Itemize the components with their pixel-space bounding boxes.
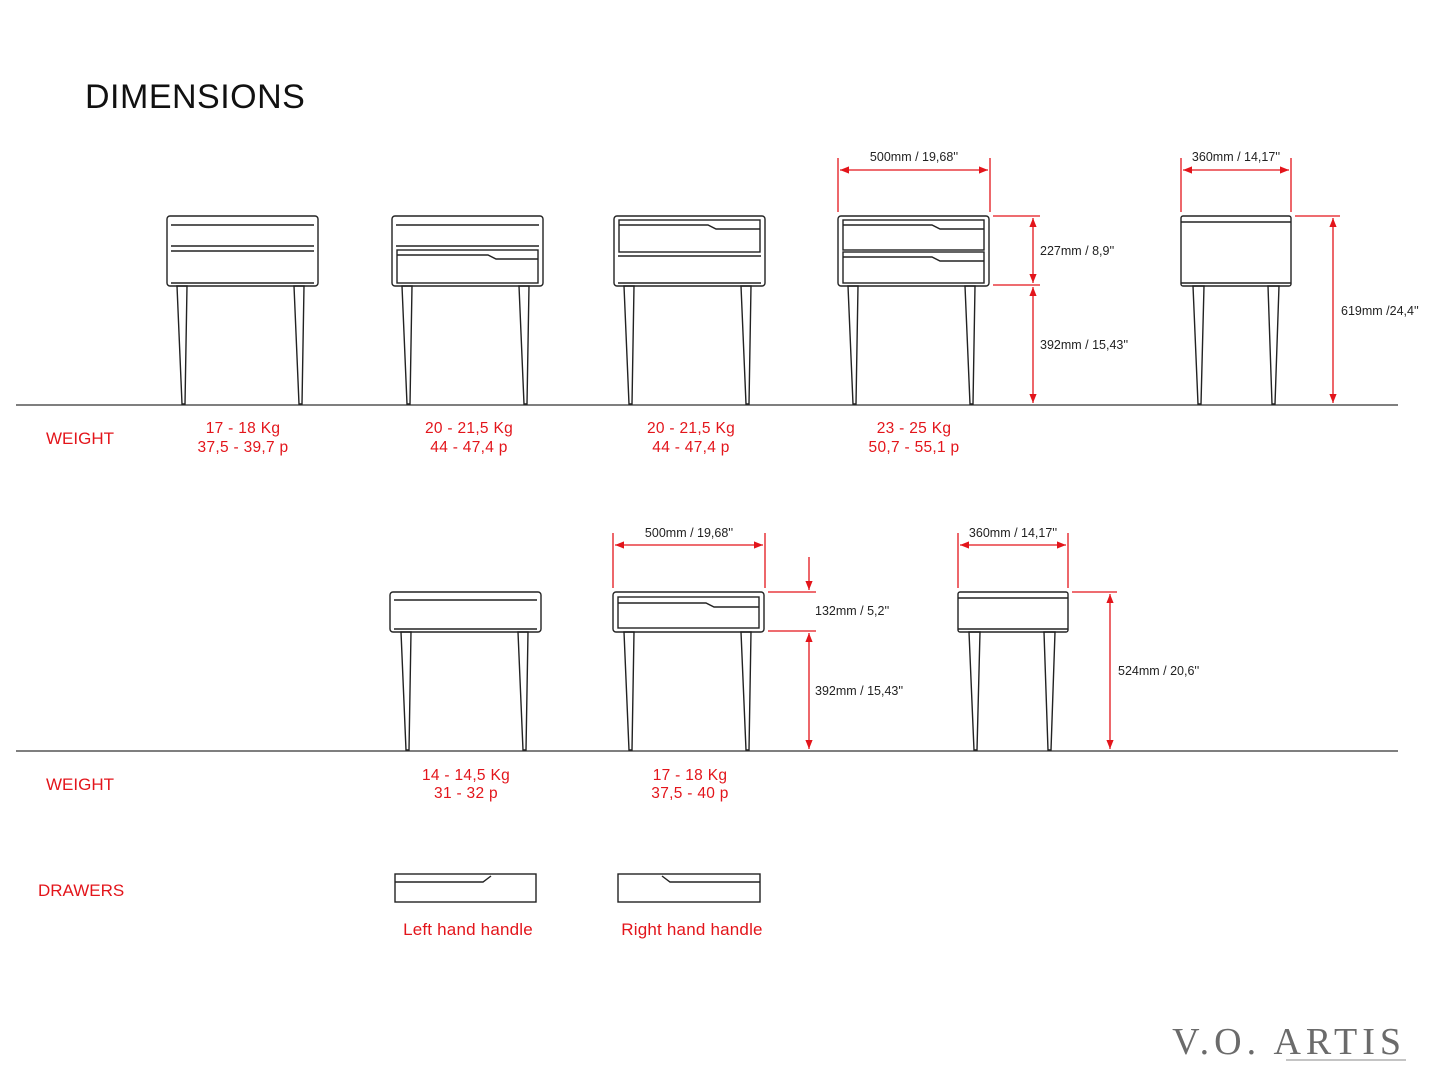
nightstand-short-side-view [957, 591, 1069, 751]
right-hand-handle-drawer [617, 873, 761, 903]
weight-lb-3: 44 - 47,4 p [652, 439, 729, 456]
dim-total-height-row1: 619mm /24,4'' [1341, 304, 1419, 318]
left-hand-handle-caption: Left hand handle [403, 920, 533, 939]
weight-lb-2: 44 - 47,4 p [430, 439, 507, 456]
drawers-label: DRAWERS [38, 881, 124, 900]
nightstand-upper-drawer [613, 215, 766, 405]
nightstand-short-drawer [612, 591, 765, 751]
weight-lb-5: 31 - 32 p [434, 785, 498, 802]
nightstand-open-shelf [166, 215, 319, 405]
right-hand-handle-caption: Right hand handle [621, 920, 762, 939]
nightstand-two-drawers [837, 215, 990, 405]
weight-kg-6: 17 - 18 Kg [653, 767, 728, 784]
nightstand-side-view [1180, 215, 1292, 405]
dimension-lines-row1 [837, 158, 1340, 403]
weight-kg-2: 20 - 21,5 Kg [425, 420, 513, 437]
brand-logo: V.O. ARTIS [1172, 1021, 1406, 1063]
weight-lb-1: 37,5 - 39,7 p [198, 439, 289, 456]
weight-kg-3: 20 - 21,5 Kg [647, 420, 735, 437]
left-hand-handle-drawer [394, 873, 537, 903]
dim-leg-height-row1: 392mm / 15,43'' [1040, 338, 1128, 352]
weight-kg-1: 17 - 18 Kg [206, 420, 281, 437]
dim-width-side-row1: 360mm / 14,17'' [1192, 150, 1280, 164]
dim-width-front-row1: 500mm / 19,68'' [870, 150, 958, 164]
weight-lb-4: 50,7 - 55,1 p [869, 439, 960, 456]
weight-kg-5: 14 - 14,5 Kg [422, 767, 510, 784]
weight-kg-4: 23 - 25 Kg [877, 420, 952, 437]
dim-body-height-row2: 132mm / 5,2'' [815, 604, 889, 618]
weight-label-row1: WEIGHT [46, 429, 114, 448]
weight-label-row2: WEIGHT [46, 775, 114, 794]
dimension-lines-row2 [612, 533, 1117, 749]
weight-lb-6: 37,5 - 40 p [651, 785, 728, 802]
dim-body-height-row1: 227mm / 8,9'' [1040, 244, 1114, 258]
dim-width-front-row2: 500mm / 19,68'' [645, 526, 733, 540]
dim-total-height-row2: 524mm / 20,6'' [1118, 664, 1199, 678]
dim-width-side-row2: 360mm / 14,17'' [969, 526, 1057, 540]
nightstand-one-drawer [391, 215, 544, 405]
nightstand-short-open [389, 591, 542, 751]
page-title: DIMENSIONS [85, 78, 305, 116]
dim-leg-height-row2: 392mm / 15,43'' [815, 684, 903, 698]
